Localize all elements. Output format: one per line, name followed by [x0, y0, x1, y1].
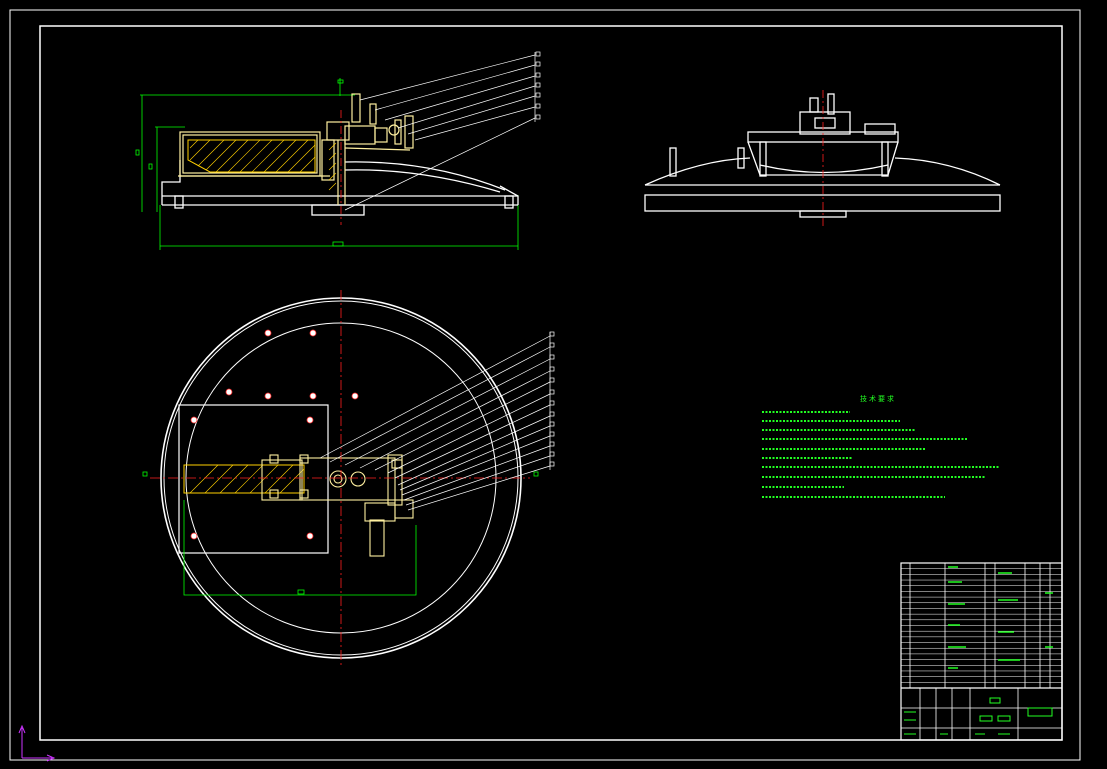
bolt-holes — [190, 329, 359, 540]
drawing-frame — [9, 9, 1081, 761]
plan-view — [142, 290, 555, 665]
front-view-outline — [161, 160, 519, 216]
tech-requirements-lines — [762, 411, 1000, 498]
bom-text — [948, 566, 1053, 669]
front-section-view — [135, 51, 541, 250]
plan-hatched-rail — [183, 464, 305, 494]
housing — [178, 93, 414, 205]
front-view-dimensions — [135, 78, 519, 250]
front-view-leaders — [344, 52, 536, 211]
plan-centerlines — [150, 290, 530, 665]
title-block-labels — [904, 697, 1053, 735]
bom-rows — [901, 568, 1062, 683]
tech-requirements-title: 技术要求 — [860, 395, 896, 403]
side-view — [644, 90, 1001, 228]
plan-dimensions — [142, 471, 539, 596]
plan-balloons — [549, 331, 555, 467]
hatched-block — [187, 139, 337, 191]
front-view-balloons — [535, 51, 541, 120]
plan-carriage — [261, 454, 414, 557]
plan-leaders — [319, 332, 551, 511]
title-block — [900, 562, 1063, 741]
ucs-icon — [18, 724, 56, 762]
